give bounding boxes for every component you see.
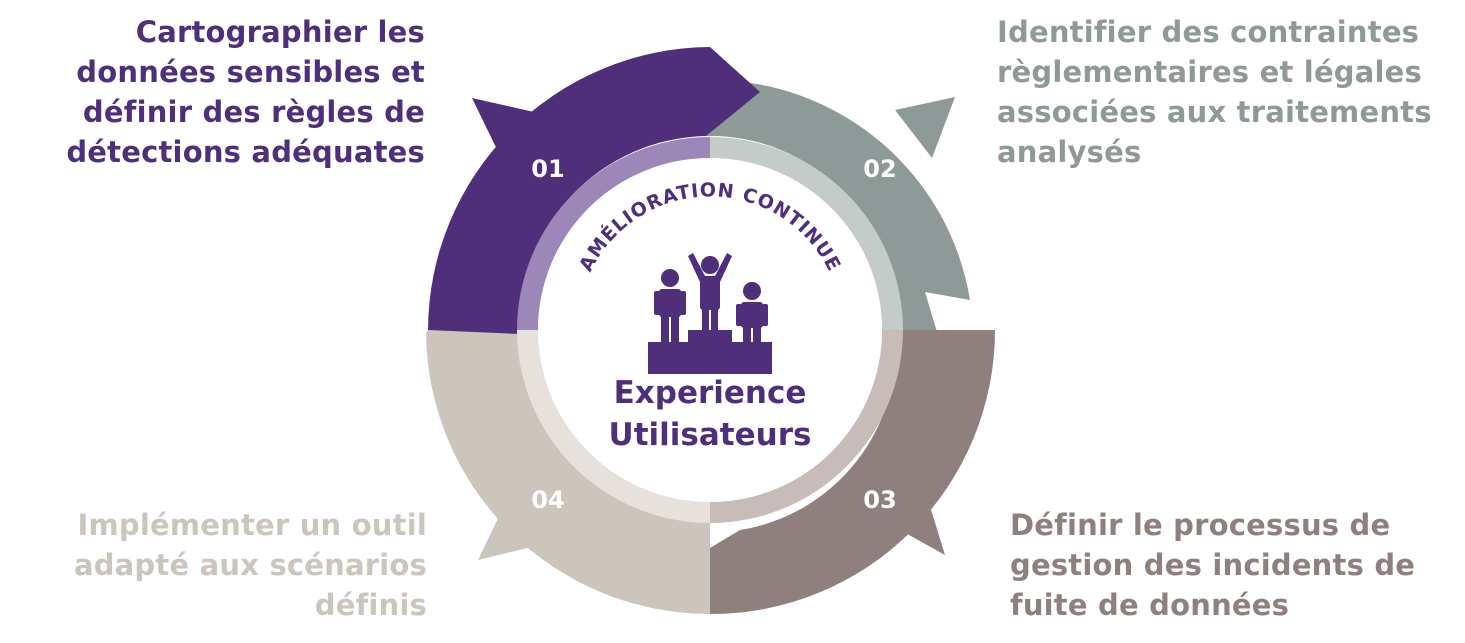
step-03-description: Définir le processus de gestion des inci… <box>1010 505 1415 625</box>
arrow-02-icon <box>895 97 955 158</box>
step-02-line: Identifier des contraintes <box>997 15 1420 49</box>
step-03-line: fuite de données <box>1010 588 1290 622</box>
step-01-line: données sensibles et <box>76 55 425 89</box>
step-02-line: associées aux traitements <box>997 95 1432 129</box>
step-02-line: analysés <box>997 135 1142 169</box>
step-01-line: détections adéquates <box>66 135 425 169</box>
segment-01 <box>428 47 760 334</box>
center-title-line1: Experience <box>614 375 807 411</box>
segment-03 <box>668 330 995 615</box>
step-03-line: Définir le processus de <box>1010 508 1391 542</box>
step-04-description: Implémenter un outil adapté aux scénario… <box>74 505 427 625</box>
step-04-number: 04 <box>531 486 564 514</box>
segment-02 <box>706 79 970 375</box>
inner-ring-03 <box>710 330 903 523</box>
step-02-line: règlementaires et légales <box>997 55 1423 89</box>
step-01-number: 01 <box>531 155 564 183</box>
podium-people-icon <box>648 253 772 374</box>
segment-04 <box>426 295 710 615</box>
step-04-line: définis <box>314 588 427 622</box>
center-title-line2: Utilisateurs <box>609 417 812 453</box>
arrow-04-icon <box>478 508 540 560</box>
step-03-line: gestion des incidents de <box>1010 548 1416 582</box>
step-02-number: 02 <box>863 155 896 183</box>
step-03-number: 03 <box>863 486 896 514</box>
arrow-01-icon <box>472 98 578 172</box>
inner-ring-02 <box>710 137 903 330</box>
step-02-description: Identifier des contraintes règlementaire… <box>997 12 1432 172</box>
step-04-line: Implémenter un outil <box>77 508 427 542</box>
arrow-03-icon <box>882 490 945 555</box>
inner-ring-04 <box>517 330 710 523</box>
inner-ring-01 <box>517 137 710 330</box>
step-04-line: adapté aux scénarios <box>73 548 427 582</box>
step-01-description: Cartographier les données sensibles et d… <box>66 12 425 172</box>
step-01-line: définir des règles de <box>82 95 425 129</box>
step-01-line: Cartographier les <box>135 15 425 49</box>
